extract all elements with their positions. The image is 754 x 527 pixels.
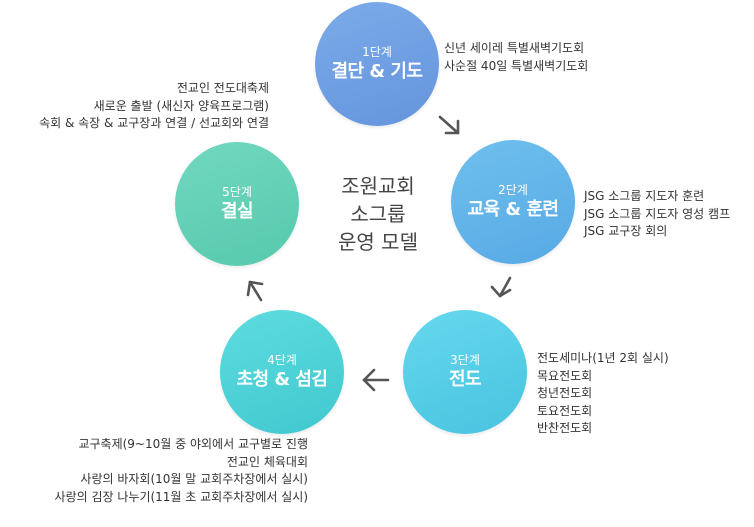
description-item: JSG 교구장 회의 (584, 224, 668, 238)
stage3-description: 전도세미나(1년 2회 실시) 목요전도회 청년전도회 토요전도회 반찬전도회 (537, 350, 669, 438)
stage-step-label: 3단계 (450, 353, 480, 367)
stage-name: 초청 & 섬김 (236, 369, 328, 390)
center-title-line: 소그룹 (350, 202, 406, 226)
stage3-circle: 3단계 전도 (403, 310, 527, 434)
description-item: 전교인 체육대회 (226, 454, 308, 469)
arrow-stage4-to-stage5 (246, 280, 264, 302)
description-item: 목요전도회 (537, 368, 593, 383)
description-item: 사랑의 바자회(10월 말 교회주차장에서 실시) (80, 472, 308, 486)
stage5-description: 전교인 전도대축제 새로운 출발 (새신자 양육프로그램) 속회 & 속장 & … (39, 80, 269, 133)
stage-name: 전도 (448, 369, 482, 390)
description-item: 사랑의 김장 나누기(11월 초 교회주차장에서 실시) (54, 489, 308, 504)
center-title-line: 조원교회 (341, 174, 415, 198)
description-item: JSG 소그룹 지도자 훈련 (584, 189, 705, 203)
stage-name: 결단 & 기도 (331, 61, 423, 82)
description-item: 토요전도회 (537, 403, 593, 418)
description-item: 신년 세이레 특별새벽기도회 (444, 41, 585, 55)
description-item: 새로운 출발 (새신자 양육프로그램) (93, 98, 269, 113)
arrow-stage1-to-stage2 (438, 115, 460, 135)
description-item: 속회 & 속장 & 교구장과 연결 / 선교회와 연결 (39, 116, 269, 130)
stage-name: 결실 (220, 201, 254, 222)
stage4-description: 교구축제(9~10월 중 야외에서 교구별로 진행 전교인 체육대회 사랑의 바… (55, 436, 308, 506)
stage-step-label: 4단계 (267, 353, 297, 367)
description-item: 교구축제(9~10월 중 야외에서 교구별로 진행 (78, 437, 308, 451)
stage5-circle: 5단계 결실 (175, 142, 299, 266)
stage1-description: 신년 세이레 특별새벽기도회 사순절 40일 특별새벽기도회 (444, 40, 588, 75)
arrow-stage2-to-stage3 (490, 276, 512, 298)
stage2-circle: 2단계 교육 & 훈련 (451, 140, 575, 264)
description-item: 청년전도회 (537, 386, 593, 400)
arrow-stage3-to-stage4 (362, 368, 390, 392)
center-title: 조원교회 소그룹 운영 모델 (318, 172, 438, 256)
stage-name: 교육 & 훈련 (467, 199, 559, 220)
stage1-circle: 1단계 결단 & 기도 (315, 2, 439, 126)
stage4-circle: 4단계 초청 & 섬김 (220, 310, 344, 434)
stage-step-label: 2단계 (498, 183, 528, 197)
stage2-description: JSG 소그룹 지도자 훈련 JSG 소그룹 지도자 영성 캠프 JSG 교구장… (584, 188, 730, 241)
description-item: 사순절 40일 특별새벽기도회 (444, 58, 589, 73)
center-title-line: 운영 모델 (338, 230, 418, 254)
description-item: 반찬전도회 (537, 421, 593, 435)
description-item: 전도세미나(1년 2회 실시) (537, 351, 669, 365)
stage-step-label: 1단계 (362, 45, 392, 59)
description-item: JSG 소그룹 지도자 영성 캠프 (584, 206, 731, 221)
description-item: 전교인 전도대축제 (176, 81, 269, 95)
stage-step-label: 5단계 (222, 185, 252, 199)
